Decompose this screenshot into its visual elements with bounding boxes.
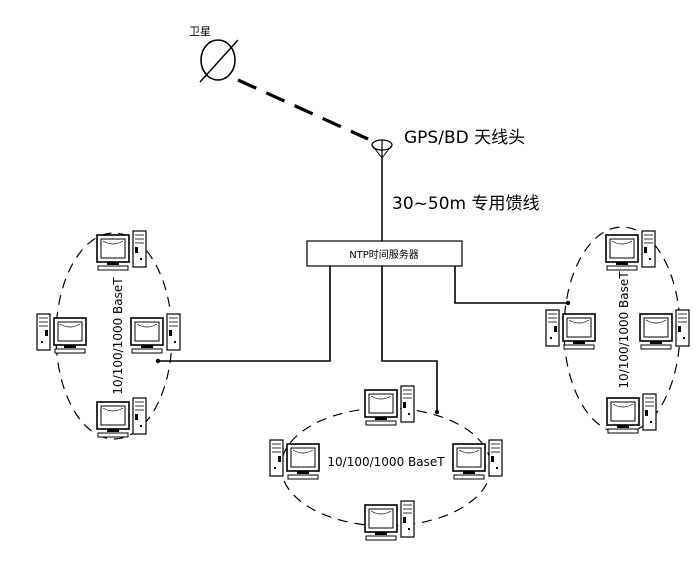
computer-icon xyxy=(36,313,87,354)
computer-icon xyxy=(130,313,181,354)
lan-network-label: 10/100/1000 BaseT xyxy=(617,271,631,389)
server-label: NTP时间服务器 xyxy=(349,248,419,261)
lan-network-label: 10/100/1000 BaseT xyxy=(111,277,125,395)
satellite-signal-link xyxy=(237,78,369,141)
computer-icon xyxy=(605,230,656,271)
link-right-lan xyxy=(454,266,568,304)
ntp-server-box xyxy=(306,240,463,267)
lan-left: 10/100/1000 BaseT xyxy=(36,230,181,440)
link-left-lan xyxy=(158,266,331,362)
satellite-icon xyxy=(199,39,239,83)
computer-icon xyxy=(545,309,596,350)
computer-icon xyxy=(364,385,415,426)
satellite-label: 卫星 xyxy=(189,25,211,38)
lan-bottom: 10/100/1000 BaseT xyxy=(269,385,503,541)
lan-network-label: 10/100/1000 BaseT xyxy=(327,455,445,469)
link-bottom-lan xyxy=(381,266,438,412)
computer-icon xyxy=(606,393,657,434)
computer-icon xyxy=(364,500,415,541)
computer-icon xyxy=(639,309,690,350)
computer-icon xyxy=(96,397,147,438)
computer-icon xyxy=(96,230,147,271)
cable-label: 30~50m 专用馈线 xyxy=(392,194,539,214)
computer-icon xyxy=(452,439,503,480)
computer-icon xyxy=(269,439,320,480)
antenna-label: GPS/BD 天线头 xyxy=(404,128,525,148)
lan-right: 10/100/1000 BaseT xyxy=(545,226,690,434)
gps-antenna-icon xyxy=(371,139,393,159)
